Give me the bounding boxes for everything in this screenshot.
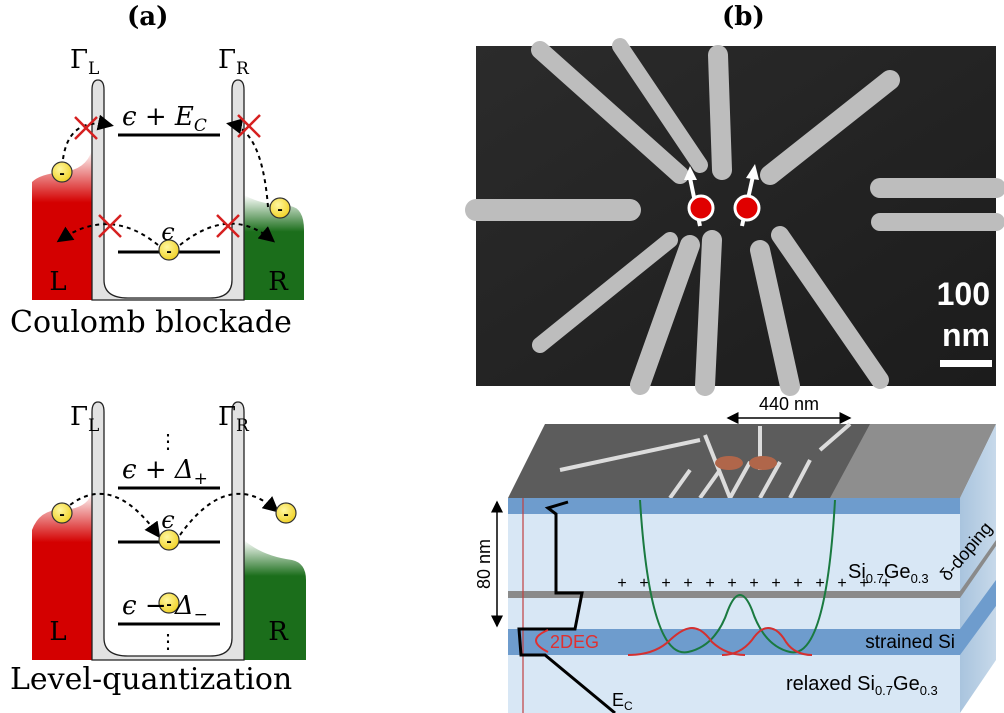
electron-right-lead: -	[269, 197, 291, 219]
device-top-surface-right	[830, 424, 996, 498]
dopant-plus: +	[793, 575, 802, 592]
dopant-plus: +	[639, 575, 648, 592]
lead-left-label-bottom: L	[49, 617, 66, 647]
delta-doping-layer	[508, 591, 960, 598]
dots-bottom: ⋮	[158, 629, 178, 653]
dopant-plus: +	[727, 575, 736, 592]
dopant-plus: +	[771, 575, 780, 592]
svg-text:-: -	[166, 243, 171, 260]
quantum-dot-right	[749, 456, 777, 470]
tunnel-arrow-in-right	[226, 118, 269, 208]
dots-top: ⋮	[158, 429, 178, 453]
gate-spacing-label: 440 nm	[759, 394, 819, 414]
sige-spacer-layer	[508, 514, 960, 629]
blocked-cross-4	[216, 214, 240, 238]
left-lead	[32, 150, 92, 300]
gamma-right-label: ΓR	[218, 45, 250, 79]
twodeg-wavefunction	[535, 629, 549, 653]
heterostructure-diagram: +++++++++++++ 440 nm 80 nm Si0.7Ge0.3 δ-…	[474, 394, 996, 713]
dopant-plus: +	[859, 575, 868, 592]
strained-si-label: strained Si	[865, 632, 955, 653]
electron-lower-level: -	[158, 592, 180, 614]
electron-middle-level: -	[158, 529, 180, 551]
green-wavefunction	[639, 499, 836, 654]
dopant-plus: +	[815, 575, 824, 592]
right-lead	[244, 195, 304, 300]
svg-text:-: -	[59, 506, 64, 523]
red-wavefunction-right	[721, 626, 813, 656]
right-lead-bottom	[244, 540, 306, 660]
svg-text:-: -	[166, 533, 171, 550]
dopant-plus: +	[705, 575, 714, 592]
strained-si-side	[960, 580, 996, 655]
relaxed-sige-layer	[508, 655, 960, 713]
dopant-row: + + + + + + + + + + + + +	[617, 575, 890, 592]
lead-left-label: L	[49, 267, 66, 297]
strained-si-layer	[508, 629, 960, 655]
lower-level-label-bottom: ϵ − Δ−	[122, 591, 208, 625]
left-lead-bottom	[32, 492, 92, 660]
delta-doping-side	[960, 540, 996, 598]
dopant-plus: +	[661, 575, 670, 592]
svg-text:-: -	[166, 596, 171, 613]
blocked-cross-1	[74, 116, 98, 140]
band-edge-label: EC	[612, 690, 633, 713]
upper-level-label: ϵ + EC	[122, 102, 207, 136]
dopant-plus: +	[683, 575, 692, 592]
panel-b-label: (b)	[722, 2, 765, 32]
dopant-plus: +	[749, 575, 758, 592]
panel-a-label: (a)	[127, 2, 169, 32]
lower-level-label: ϵ	[161, 218, 174, 246]
gate-electrodes	[465, 38, 1004, 396]
relaxed-sige-label: relaxed Si0.7Ge0.3	[786, 673, 938, 698]
dopant-plus: +	[881, 575, 890, 592]
blocked-cross-2	[237, 114, 261, 138]
transport-arrow-in	[63, 492, 161, 539]
dopant-plus: +	[837, 575, 846, 592]
level-quantization-diagram: - - - - ΓL ΓR ⋮ ϵ + Δ+ ϵ ϵ − Δ− ⋮ L R	[32, 401, 306, 661]
gamma-left-label-bottom: ΓL	[70, 402, 99, 436]
coulomb-blockade-diagram: - - - ΓL ΓR ϵ + EC ϵ L R	[32, 45, 304, 301]
caption-level-quantization: Level-quantization	[10, 662, 293, 697]
thickness-label: 80 nm	[474, 539, 494, 589]
scale-bar-value: 100	[937, 276, 990, 312]
dot-confinement	[91, 79, 245, 301]
red-wavefunction-left	[627, 626, 746, 656]
electron-left-lead: -	[51, 161, 73, 183]
middle-level-label-bottom: ϵ	[161, 506, 174, 534]
conduction-band-edge	[517, 500, 616, 713]
scale-bar-unit: nm	[942, 317, 990, 353]
twodeg-label: 2DEG	[550, 632, 599, 652]
sem-image: 100 nm	[465, 38, 1004, 396]
quantum-dot-left	[715, 456, 743, 470]
spin-up-electron-left	[684, 166, 715, 227]
svg-text:-: -	[283, 506, 288, 523]
electron-right-lead-bottom: -	[275, 502, 297, 524]
svg-text:-: -	[277, 201, 282, 218]
top-alloy-label: Si0.7Ge0.3	[848, 561, 929, 586]
gamma-right-label-bottom: ΓR	[218, 402, 250, 436]
lead-right-label-bottom: R	[268, 617, 289, 647]
si-cap-layer	[508, 498, 960, 514]
scale-bar	[940, 360, 992, 367]
lead-right-label: R	[268, 267, 289, 297]
electron-left-lead-bottom: -	[51, 502, 73, 524]
blocked-cross-3	[98, 214, 122, 238]
spin-up-electron-right	[733, 164, 761, 227]
electron-dot-level: -	[158, 239, 180, 261]
tunnel-arrow-out-right	[179, 222, 276, 246]
caption-coulomb-blockade: Coulomb blockade	[10, 305, 292, 340]
upper-level-label-bottom: ϵ + Δ+	[122, 455, 208, 489]
transport-arrow-out	[179, 492, 280, 536]
dopant-plus: +	[617, 575, 626, 592]
gamma-left-label: ΓL	[70, 45, 99, 79]
dot-confinement-bottom	[91, 401, 245, 661]
svg-text:-: -	[59, 165, 64, 182]
